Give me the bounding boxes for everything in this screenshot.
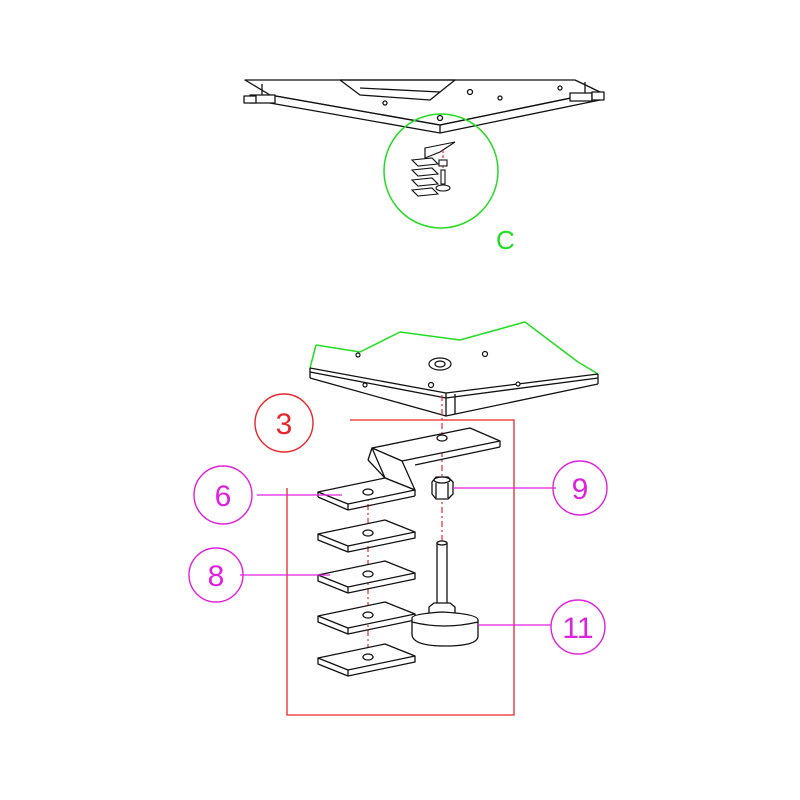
leveling-foot (411, 540, 479, 647)
svg-text:6: 6 (215, 480, 232, 513)
detail-label: C (496, 225, 515, 255)
mini-spacer-stack (410, 157, 440, 197)
frame-hole (497, 95, 503, 101)
mounting-bracket (317, 427, 501, 511)
frame-hole (481, 350, 489, 358)
spacer-plate-stack (317, 519, 416, 677)
spacer-plate (317, 560, 416, 594)
bracket-hole-bottom (362, 488, 374, 496)
frame-corner-enlarged (309, 321, 599, 417)
center-hole-inner (434, 360, 446, 368)
spacer-plate (317, 519, 416, 553)
detail-mini-parts (410, 141, 456, 197)
leveling-foot-left (243, 84, 276, 104)
mini-foot-pad (435, 184, 451, 192)
callout-11: 11 (550, 599, 606, 655)
frame-hole (382, 100, 388, 106)
mini-bolt (440, 169, 446, 185)
callout-6: 6 (193, 465, 253, 525)
foot-base-pad (411, 611, 479, 647)
frame-slot (339, 79, 456, 101)
svg-text:8: 8 (208, 560, 225, 593)
bracket-hole-top (436, 434, 448, 442)
leader-lines (240, 487, 556, 626)
svg-text:3: 3 (276, 408, 293, 441)
frame-hole (436, 114, 444, 122)
callout-8: 8 (188, 547, 244, 603)
frame-corner-top-face (310, 322, 598, 393)
callout-3: 3 (254, 393, 314, 453)
foot-threaded-stud (436, 542, 448, 606)
callout-9: 9 (552, 460, 608, 516)
mini-bracket (424, 141, 456, 159)
detail-circle (383, 113, 499, 229)
frame-hole (557, 85, 563, 91)
mini-nut (438, 159, 448, 167)
frame-hole (362, 382, 368, 388)
spacer-plate (317, 643, 416, 677)
svg-text:11: 11 (562, 612, 593, 645)
frame-hole (466, 88, 474, 96)
break-line (315, 321, 599, 375)
frame-hole (427, 381, 435, 389)
spacer-plate (317, 601, 416, 635)
frame-hole (515, 381, 521, 387)
frame-hole (355, 352, 361, 358)
overview-frame (243, 79, 605, 134)
leveling-foot-right (569, 82, 605, 102)
hex-nut (431, 476, 454, 500)
svg-text:9: 9 (572, 473, 589, 506)
assembly-box (286, 419, 515, 716)
